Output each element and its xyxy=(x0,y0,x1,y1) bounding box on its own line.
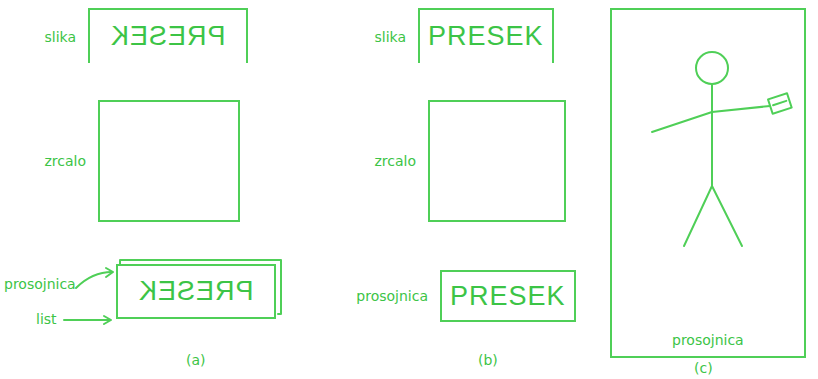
sheet-label: zrcalo xyxy=(44,153,86,169)
leader-arrow xyxy=(76,272,112,288)
arrow-head xyxy=(106,268,113,277)
sheet-box: slikaPRESEK xyxy=(418,8,554,63)
sheet-label: slika xyxy=(374,29,406,45)
figure-head xyxy=(696,52,728,84)
sheet-box: zrcalo xyxy=(98,100,240,222)
figure-arm xyxy=(712,106,770,112)
figure-leg xyxy=(684,186,712,246)
panel-letter: (a) xyxy=(186,352,206,368)
arrow-head xyxy=(104,316,111,324)
sheet-label: slika xyxy=(44,29,76,45)
figure-body xyxy=(711,84,713,186)
leader-arrow xyxy=(64,319,110,321)
sheet-box: prosojnica xyxy=(610,8,806,358)
figure-arm xyxy=(652,112,712,132)
sheet-label: prosojnica xyxy=(356,288,428,304)
part-label: list xyxy=(36,311,57,327)
sheet-text: PRESEK xyxy=(428,21,544,52)
sheet-box: zrcalo xyxy=(428,100,566,222)
sheet-box: prosojnicaPRESEK xyxy=(440,270,576,322)
sheet-box: PRESEK xyxy=(116,264,276,319)
sheet-text: PRESEK xyxy=(110,21,226,52)
sheet-label: prosojnica xyxy=(672,332,744,348)
panel-letter: (c) xyxy=(694,360,713,376)
figure-leg xyxy=(712,186,742,246)
sheet-text: PRESEK xyxy=(138,276,254,307)
sheet-box: slikaPRESEK xyxy=(88,8,248,63)
part-label: prosojnica xyxy=(4,276,76,292)
sheet-text: PRESEK xyxy=(450,281,566,312)
sheet-label: zrcalo xyxy=(374,153,416,169)
panel-letter: (b) xyxy=(478,352,498,368)
held-card xyxy=(768,93,792,113)
sheet-outline xyxy=(120,260,281,314)
